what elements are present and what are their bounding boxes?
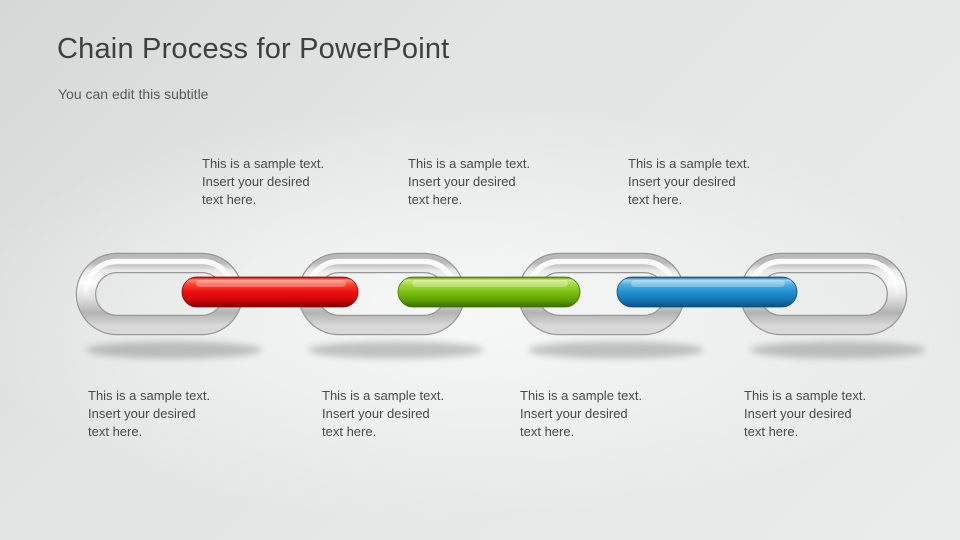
slide-title: Chain Process for PowerPoint	[57, 33, 450, 65]
text-placeholder-bottom-4: This is a sample text. Insert your desir…	[744, 388, 867, 439]
text-placeholder-top-2: This is a sample text. Insert your desir…	[408, 156, 531, 207]
text-placeholder-bottom-2: This is a sample text. Insert your desir…	[322, 388, 445, 439]
text-placeholder-bottom-1: This is a sample text. Insert your desir…	[88, 388, 211, 439]
connector-capsule-blue	[616, 276, 798, 308]
text-placeholder-top-3: This is a sample text. Insert your desir…	[628, 156, 751, 207]
text-placeholder-bottom-3: This is a sample text. Insert your desir…	[520, 388, 643, 439]
connector-capsule-green	[397, 276, 581, 308]
chain-graphic	[50, 230, 930, 370]
text-placeholder-top-1: This is a sample text. Insert your desir…	[202, 156, 325, 207]
chain-shadow	[86, 341, 926, 359]
connector-capsule-red	[181, 276, 359, 308]
slide-subtitle: You can edit this subtitle	[58, 86, 209, 102]
chain-svg	[75, 252, 926, 359]
